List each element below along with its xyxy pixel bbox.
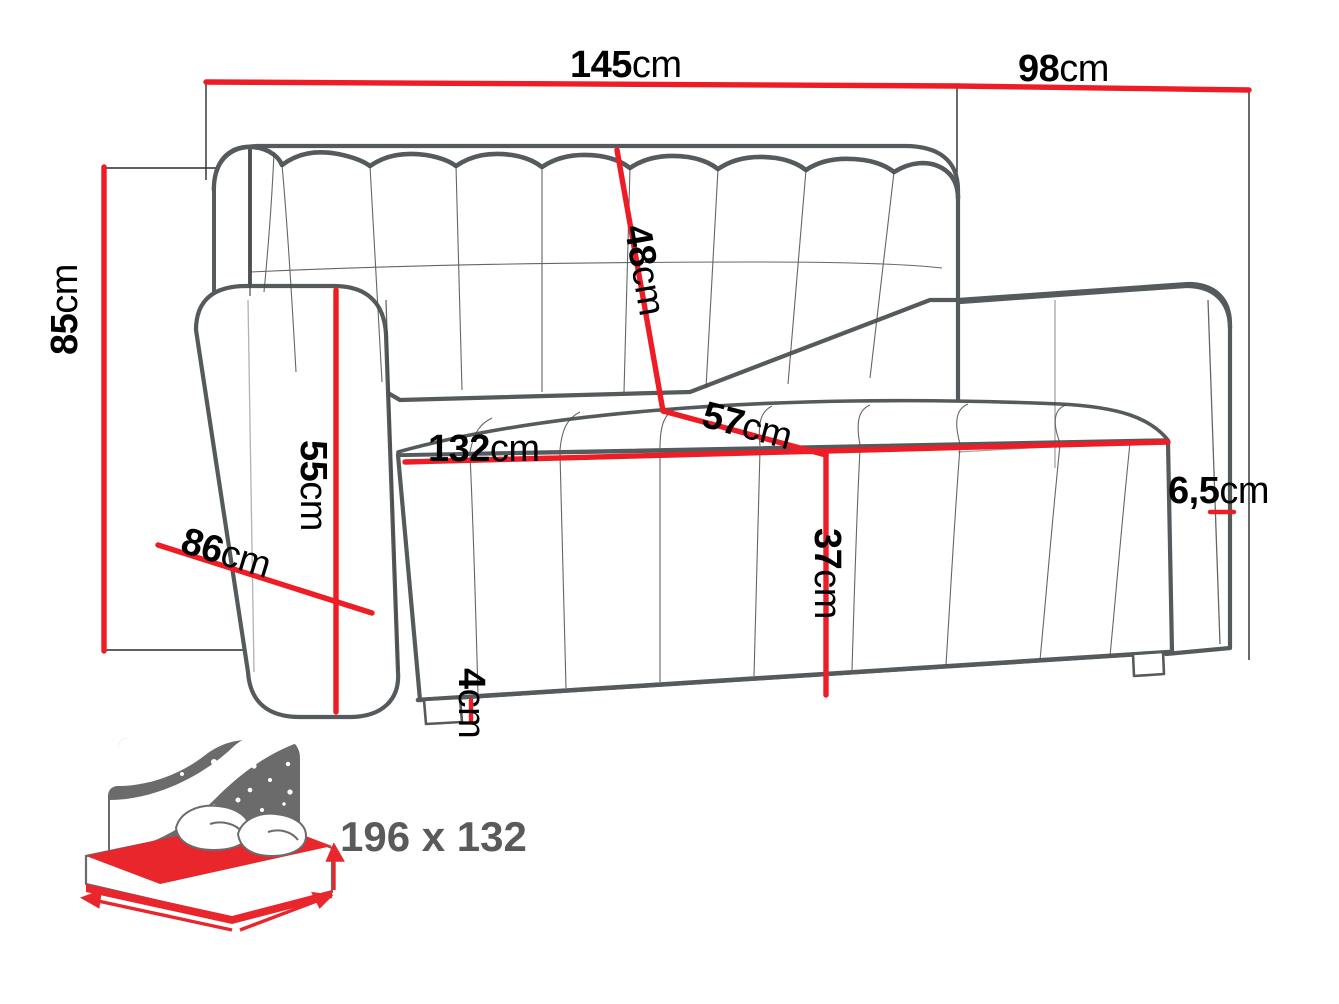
label-85cm: 85cm — [44, 264, 86, 355]
label-55cm-unit: cm — [292, 481, 334, 531]
sofa-foot-right — [1131, 650, 1166, 678]
label-145cm-value: 145 — [570, 44, 632, 86]
dimline-57 — [660, 408, 829, 458]
backrest-scallop-top — [211, 144, 961, 201]
mattress-dimension-arrows — [80, 842, 345, 932]
label-37cm-unit: cm — [806, 569, 848, 619]
sofa-foot-left — [422, 696, 464, 726]
label-4cm: 4cm — [450, 668, 492, 739]
dimline-98 — [954, 83, 1252, 93]
label-132cm-unit: cm — [489, 428, 540, 470]
bed-night-icon — [80, 735, 345, 932]
pillow-right-fold — [267, 829, 299, 841]
dimline-48 — [614, 147, 666, 414]
dimline-86 — [155, 542, 375, 616]
label-98cm-value: 98 — [1018, 48, 1060, 90]
label-85cm-unit: cm — [44, 264, 86, 314]
label-65cm: 6,5cm — [1168, 472, 1269, 510]
seat-bottom-edge — [415, 649, 1173, 703]
dimension-lines — [101, 79, 1252, 725]
moon-crescent — [118, 738, 258, 786]
label-48cm-unit: cm — [622, 262, 673, 319]
label-98cm: 98cm — [1018, 50, 1109, 88]
backrest-left-wing — [212, 145, 252, 302]
tufting-detail — [247, 149, 1221, 695]
dimline-132 — [402, 439, 1171, 465]
dimline-145 — [203, 79, 960, 89]
label-132cm: 132cm — [428, 430, 540, 468]
label-37cm-value: 37 — [806, 528, 848, 570]
pillow-right — [236, 812, 308, 858]
label-145cm: 145cm — [570, 46, 682, 84]
label-132cm-value: 132 — [428, 428, 490, 470]
mattress-right-band — [232, 890, 332, 924]
sofa-illustration — [193, 143, 1233, 726]
mattress-front-band — [86, 884, 232, 924]
label-145cm-unit: cm — [631, 44, 682, 86]
label-98cm-unit: cm — [1059, 48, 1109, 90]
label-65cm-unit: cm — [1219, 470, 1269, 512]
label-85cm-value: 85 — [44, 313, 86, 355]
seat-top-surface — [396, 398, 1170, 457]
label-55cm: 55cm — [292, 440, 334, 531]
label-65cm-value: 6,5 — [1168, 470, 1220, 512]
sleeping-area-label: 196 x 132 — [340, 813, 527, 860]
label-37cm: 37cm — [806, 528, 848, 619]
right-armrest-top-edge — [955, 283, 1233, 331]
label-55cm-value: 55 — [292, 440, 334, 482]
label-4cm-value: 4 — [450, 668, 492, 689]
label-4cm-unit: cm — [450, 688, 492, 739]
